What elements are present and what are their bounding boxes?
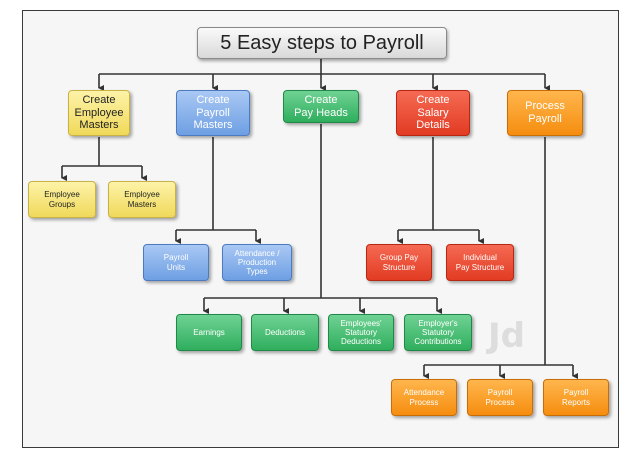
- node-process-payroll: Process Payroll: [507, 90, 583, 136]
- node-create-employee-masters: Create Employee Masters: [68, 90, 130, 136]
- node-create-salary-details: Create Salary Details: [396, 90, 470, 136]
- node-create-pay-heads: Create Pay Heads: [283, 90, 359, 123]
- jd-watermark-logo: Jd: [488, 316, 525, 356]
- node-individual-pay-structure: Individual Pay Structure: [446, 244, 514, 281]
- node-earnings: Earnings: [176, 314, 242, 351]
- node-employee-masters: Employee Masters: [108, 181, 176, 218]
- node-deductions: Deductions: [251, 314, 319, 351]
- node-attendance-production-types: Attendance / Production Types: [222, 244, 292, 281]
- node-payroll-process: Payroll Process: [467, 379, 533, 416]
- node-employees-statutory-deductions: Employees' Statutory Deductions: [328, 314, 394, 351]
- node-group-pay-structure: Group Pay Structure: [366, 244, 432, 281]
- node-payroll-units: Payroll Units: [143, 244, 209, 281]
- diagram-title: 5 Easy steps to Payroll: [197, 27, 447, 59]
- node-employers-statutory-contributions: Employer's Statutory Contributions: [404, 314, 472, 351]
- node-attendance-process: Attendance Process: [391, 379, 457, 416]
- node-create-payroll-masters: Create Payroll Masters: [176, 90, 250, 136]
- node-employee-groups: Employee Groups: [28, 181, 96, 218]
- node-payroll-reports: Payroll Reports: [543, 379, 609, 416]
